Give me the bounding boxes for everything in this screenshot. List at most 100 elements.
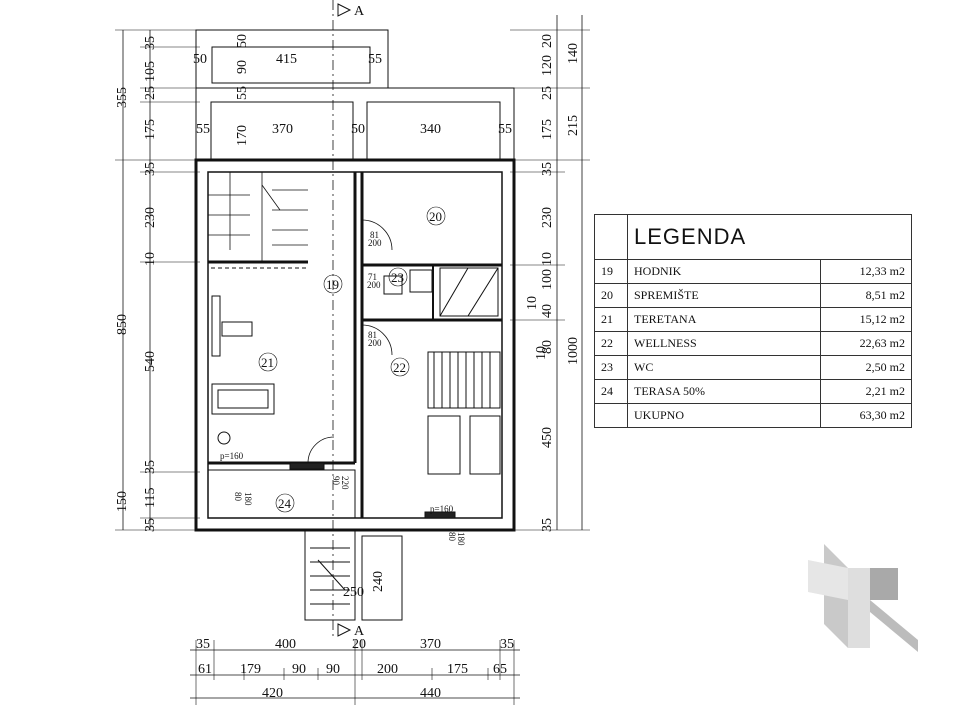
room-23-label: 23: [391, 270, 404, 285]
legend-row: 22 WELLNESS 22,63 m2: [594, 331, 912, 356]
svg-text:35: 35: [143, 518, 158, 532]
legend-title: LEGENDA: [627, 214, 912, 260]
svg-text:80: 80: [233, 492, 243, 502]
svg-text:90: 90: [331, 476, 341, 486]
legend-row: 24 TERASA 50% 2,21 m2: [594, 379, 912, 404]
svg-text:115: 115: [143, 488, 158, 508]
svg-text:35: 35: [143, 460, 158, 474]
svg-text:10: 10: [143, 252, 158, 266]
svg-text:100: 100: [540, 269, 555, 290]
svg-text:355: 355: [115, 87, 130, 108]
svg-text:230: 230: [540, 207, 555, 228]
top-dimensions: 50 415 55 55 370 50 340 55 50 90 55 170: [193, 34, 512, 146]
svg-text:55: 55: [235, 86, 250, 100]
terrace: [207, 469, 356, 519]
room-20-label: 20: [429, 209, 442, 224]
svg-text:230: 230: [143, 207, 158, 228]
section-marker-bottom: A: [354, 624, 365, 639]
left-dimensions: 355 850 150 35 105 25 175 35 230 10 540 …: [115, 36, 158, 532]
legend-row: 19 HODNIK 12,33 m2: [594, 259, 912, 284]
svg-text:250: 250: [343, 585, 364, 600]
legend-header: LEGENDA: [594, 214, 912, 260]
svg-text:35: 35: [143, 162, 158, 176]
svg-text:175: 175: [143, 119, 158, 140]
svg-text:370: 370: [272, 122, 293, 137]
svg-text:90: 90: [292, 662, 306, 677]
svg-text:220: 220: [340, 476, 350, 490]
svg-text:71: 71: [368, 272, 377, 282]
svg-text:175: 175: [447, 662, 468, 677]
bottom-dimensions: 35 400 20 370 35 61 179 90 90 200 175 65…: [196, 637, 514, 701]
legend-table: LEGENDA 19 HODNIK 12,33 m2 20 SPREMIŠTE …: [594, 214, 912, 428]
svg-text:50: 50: [193, 52, 207, 67]
svg-text:180: 180: [456, 532, 466, 546]
section-marker-top: A: [354, 4, 365, 19]
legend-row: 21 TERETANA 15,12 m2: [594, 307, 912, 332]
svg-text:20: 20: [352, 637, 366, 652]
svg-text:105: 105: [143, 61, 158, 82]
svg-text:55: 55: [498, 122, 512, 137]
svg-text:440: 440: [420, 686, 441, 701]
svg-text:80: 80: [447, 532, 457, 542]
legend-row: 23 WC 2,50 m2: [594, 355, 912, 380]
svg-text:200: 200: [377, 662, 398, 677]
svg-text:215: 215: [566, 115, 581, 136]
svg-text:40: 40: [540, 304, 555, 318]
room-22-label: 22: [393, 360, 406, 375]
svg-text:35: 35: [196, 637, 210, 652]
svg-text:61: 61: [198, 662, 212, 677]
svg-text:850: 850: [115, 314, 130, 335]
svg-text:150: 150: [115, 491, 130, 512]
svg-text:25: 25: [143, 86, 158, 100]
right-dimensions: 20 120 25 175 35 230 10 100 40 80 450 35…: [525, 34, 581, 532]
svg-text:55: 55: [368, 52, 382, 67]
svg-text:540: 540: [143, 351, 158, 372]
wellness-beds: [427, 351, 501, 475]
svg-text:p=160: p=160: [430, 504, 454, 514]
svg-text:240: 240: [371, 571, 386, 592]
svg-text:50: 50: [351, 122, 365, 137]
svg-text:200: 200: [367, 280, 381, 290]
svg-text:200: 200: [368, 338, 382, 348]
svg-text:10: 10: [534, 346, 549, 360]
svg-text:35: 35: [540, 162, 555, 176]
svg-text:65: 65: [493, 662, 507, 677]
svg-text:20: 20: [540, 34, 555, 48]
svg-text:55: 55: [196, 122, 210, 137]
svg-text:415: 415: [276, 52, 297, 67]
room-19-label: 19: [326, 277, 339, 292]
staircase: [208, 172, 308, 262]
wc-fixture: [409, 269, 433, 293]
svg-text:400: 400: [275, 637, 296, 652]
svg-text:180: 180: [243, 492, 253, 506]
svg-text:340: 340: [420, 122, 441, 137]
svg-text:81: 81: [368, 330, 377, 340]
legend-row: 20 SPREMIŠTE 8,51 m2: [594, 283, 912, 308]
svg-text:120: 120: [540, 55, 555, 76]
svg-text:1000: 1000: [566, 337, 581, 365]
svg-text:140: 140: [566, 43, 581, 64]
svg-text:90: 90: [326, 662, 340, 677]
legend-header-num: [594, 214, 628, 260]
svg-text:420: 420: [262, 686, 283, 701]
svg-text:10: 10: [525, 296, 540, 310]
svg-text:200: 200: [368, 238, 382, 248]
watermark-logo-icon: [808, 544, 918, 652]
svg-text:50: 50: [235, 34, 250, 48]
svg-text:p=160: p=160: [220, 451, 244, 461]
svg-text:170: 170: [235, 125, 250, 146]
gym-equipment: [211, 295, 275, 445]
svg-text:10: 10: [540, 252, 555, 266]
room-21-label: 21: [261, 355, 274, 370]
opening-labels: 81 200 71 200 81 200 p=160 p=160 180 80 …: [220, 230, 466, 600]
svg-text:450: 450: [540, 427, 555, 448]
svg-text:35: 35: [540, 518, 555, 532]
top-box-inner: [211, 46, 371, 84]
svg-text:179: 179: [240, 662, 261, 677]
entrance-stairs: [304, 529, 356, 621]
svg-text:370: 370: [420, 637, 441, 652]
svg-text:90: 90: [235, 60, 250, 74]
room-24-label: 24: [278, 496, 292, 511]
svg-text:35: 35: [143, 36, 158, 50]
